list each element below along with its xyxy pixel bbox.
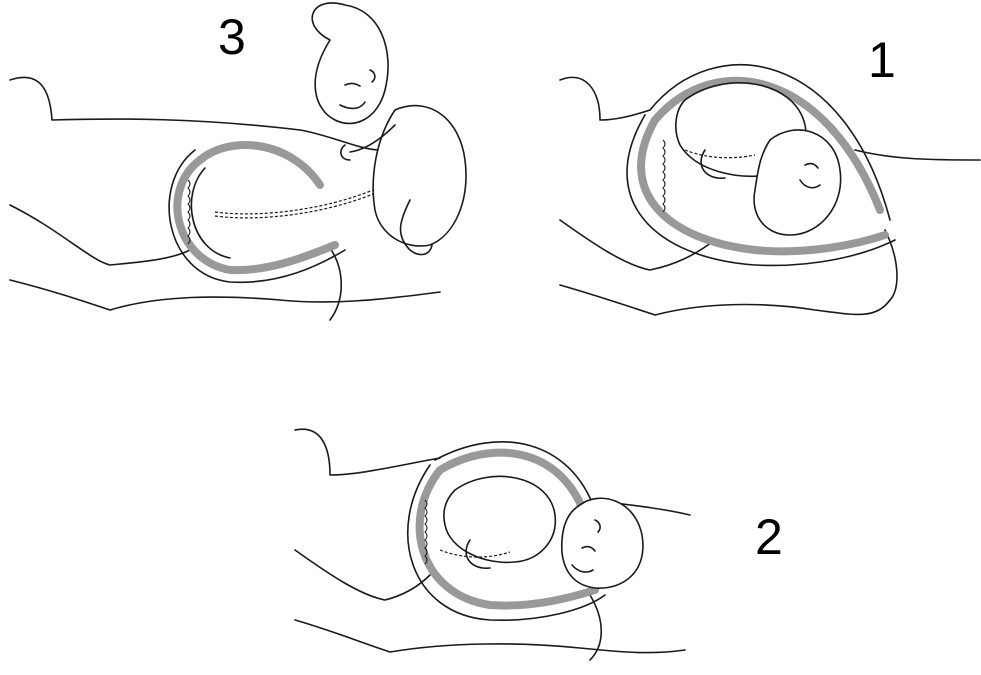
stage-label-1: 1: [868, 35, 896, 85]
stage-2-illustration: [290, 420, 700, 675]
stage-1-illustration: [555, 30, 981, 340]
stage-label-2: 2: [755, 512, 783, 562]
stage-label-3: 3: [218, 12, 246, 62]
